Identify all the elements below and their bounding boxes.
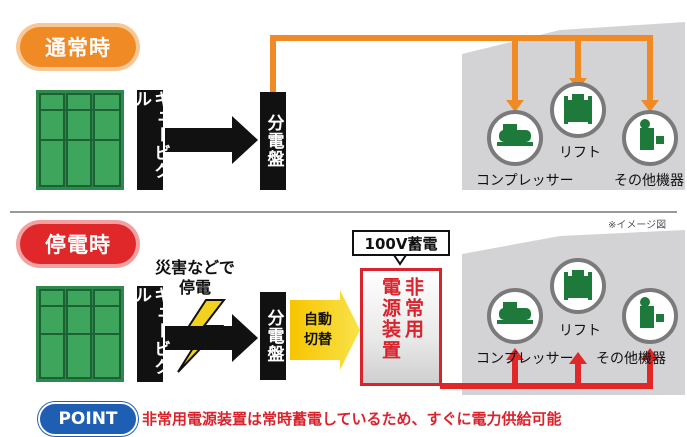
point-text: 非常用電源装置は常時蓄電しているため、すぐに電力供給可能	[142, 410, 562, 428]
disaster-outage-text: 災害などで停電	[155, 258, 235, 297]
compressor-icon-outage	[487, 288, 543, 344]
other-equipment-icon-outage	[622, 288, 678, 344]
red-power-lines	[440, 356, 653, 389]
compressor-label-outage: コンプレッサー	[476, 351, 574, 367]
other-equipment-label-outage: その他機器	[596, 351, 666, 367]
arrow-cubicle-to-panel-outage	[165, 314, 258, 362]
outage-time-badge: 停電時	[20, 224, 136, 264]
cubicle-label-outage: キュービクル	[131, 286, 170, 382]
compressor-label-normal: コンプレッサー	[476, 173, 574, 189]
auto-switch-arrow	[290, 290, 360, 370]
lift-icon	[550, 82, 606, 138]
red-arrowhead-other	[641, 348, 659, 360]
emergency-label-col2: 電源装置	[379, 277, 401, 361]
emergency-power-unit: 非常用 電源装置	[360, 268, 442, 386]
cubicle-cabinet-outage	[36, 286, 124, 382]
battery-100v-label: 100V蓄電	[352, 230, 450, 256]
normal-time-badge: 通常時	[20, 27, 136, 67]
lift-label-outage: リフト	[559, 323, 601, 339]
compressor-icon	[487, 110, 543, 166]
orange-arrowhead-compressor	[506, 100, 524, 112]
auto-switch-label: 自動切替	[304, 312, 332, 348]
lift-icon-outage	[550, 258, 606, 314]
other-equipment-icon	[622, 110, 678, 166]
point-badge: POINT	[38, 402, 138, 436]
other-equipment-label-normal: その他機器	[614, 173, 684, 189]
orange-power-lines	[270, 35, 653, 100]
distribution-panel-label-outage: 分電盤	[260, 292, 286, 380]
arrow-cubicle-to-panel-normal	[165, 116, 258, 164]
distribution-panel-label-normal: 分電盤	[260, 92, 286, 190]
image-note: ※イメージ図	[608, 220, 667, 231]
orange-arrowhead-other	[641, 100, 659, 112]
emergency-label-col1: 非常用	[402, 277, 424, 340]
red-arrowhead-lift	[569, 352, 587, 364]
lift-label-normal: リフト	[559, 145, 601, 161]
cubicle-label-normal: キュービクル	[131, 90, 170, 190]
cubicle-cabinet-normal	[36, 90, 124, 190]
red-arrowhead-compressor	[506, 348, 524, 360]
